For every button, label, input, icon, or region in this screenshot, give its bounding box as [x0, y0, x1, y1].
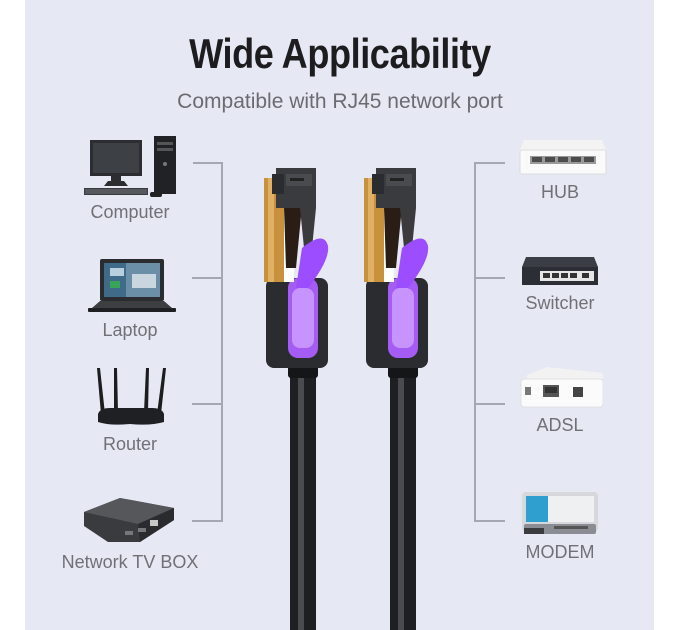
switch-icon — [522, 257, 598, 285]
device-label: Router — [102, 434, 158, 454]
device-switch: Switcher — [500, 255, 620, 314]
right-bracket-tick — [474, 403, 505, 405]
tv-box-icon — [84, 498, 174, 542]
router-icon — [97, 368, 166, 425]
device-label: Computer — [90, 202, 170, 222]
device-computer: Computer — [70, 136, 190, 223]
right-bracket-tick — [474, 520, 505, 522]
device-label: Switcher — [525, 293, 595, 313]
laptop-icon — [88, 259, 176, 312]
ethernet-cable-right — [362, 168, 442, 630]
device-router: Router — [70, 366, 190, 455]
ethernet-cable-left — [262, 168, 342, 630]
left-bracket-vertical — [221, 163, 223, 521]
left-bracket-tick — [192, 403, 223, 405]
adsl-icon — [520, 367, 603, 408]
device-modem: MODEM — [500, 490, 620, 563]
modem-icon — [522, 492, 598, 534]
device-laptop: Laptop — [70, 256, 190, 341]
page-title: Wide Applicability — [189, 30, 491, 77]
computer-icon — [84, 136, 176, 197]
page-subtitle: Compatible with RJ45 network port — [177, 90, 503, 113]
device-hub: HUB — [500, 136, 620, 203]
right-bracket-tick — [474, 162, 505, 164]
device-adsl: ADSL — [500, 365, 620, 436]
left-bracket-tick — [192, 277, 223, 279]
right-bracket-vertical — [474, 163, 476, 521]
device-label: ADSL — [536, 415, 584, 435]
device-label: HUB — [540, 182, 579, 202]
device-tv-box: Network TV BOX — [50, 498, 210, 573]
device-label: Network TV BOX — [61, 552, 199, 572]
device-label: Laptop — [102, 320, 158, 340]
right-bracket-tick — [474, 277, 505, 279]
left-bracket-tick — [192, 520, 223, 522]
hub-icon — [519, 140, 607, 175]
left-bracket-tick — [193, 162, 223, 164]
device-label: MODEM — [525, 542, 595, 562]
